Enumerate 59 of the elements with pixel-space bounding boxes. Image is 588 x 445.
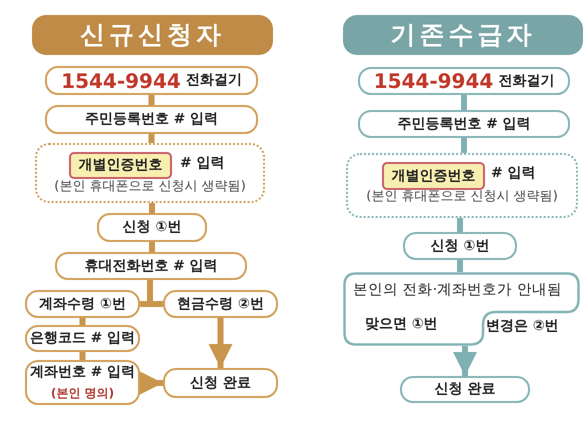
step-label: 계좌수령 ①번 — [39, 296, 126, 312]
step-label: # 입력 — [491, 165, 536, 182]
step-label: 1544-9944 — [61, 68, 181, 92]
step-box — [163, 290, 278, 318]
step-label: 은행코드 # 입력 — [30, 330, 136, 347]
connector-line — [461, 95, 467, 110]
step-label: 계좌번호 # 입력 — [30, 364, 136, 382]
banner-title: 신규신청자 — [80, 20, 225, 50]
connector-line — [148, 134, 154, 143]
step-label: 개별인증번호 — [78, 157, 162, 174]
step-label: 휴대전화번호 # 입력 — [84, 258, 218, 274]
connector-line — [80, 352, 86, 360]
arrow — [453, 346, 477, 376]
step-label: 신청 ①번 — [430, 238, 490, 254]
step-label: 주민등록번호 # 입력 — [397, 116, 531, 132]
dotted-box — [35, 143, 265, 203]
step-box — [55, 252, 247, 280]
step-label: 1544-9944 — [374, 69, 494, 93]
connector-line — [461, 138, 467, 153]
step-label: 신청 ①번 — [122, 219, 182, 236]
connector-line — [148, 95, 154, 105]
step-label: 신청 완료 — [434, 381, 496, 398]
step-box — [45, 66, 258, 95]
step-label: 개별인증번호 — [392, 168, 476, 184]
code-box — [69, 152, 172, 179]
step-box — [400, 376, 530, 403]
note-text: (본인 휴대폰으로 신청시 생략됨) — [53, 179, 247, 195]
connector-line — [457, 218, 463, 232]
info-text: 본인의 전화·계좌번호가 안내됨 — [353, 282, 562, 300]
connector-line — [80, 318, 86, 325]
code-box — [382, 162, 485, 190]
connector-line — [149, 242, 155, 252]
step-label: # 입력 — [180, 155, 225, 172]
step-label: 변경은 ②번 — [486, 318, 559, 335]
note-text: (본인 명의) — [50, 386, 114, 401]
step-label: 전화걸기 — [498, 72, 554, 90]
step-box — [403, 232, 517, 260]
title-banner — [32, 15, 273, 55]
step-box — [358, 110, 570, 138]
step-box — [25, 360, 140, 405]
connector-line — [457, 260, 463, 272]
step-label: 현금수령 ②번 — [177, 296, 264, 312]
step-label: 전화걸기 — [186, 72, 242, 89]
step-label: 주민등록번호 # 입력 — [84, 111, 218, 128]
step-box — [163, 368, 278, 398]
step-label: 신청 완료 — [190, 374, 251, 392]
step-box — [25, 290, 140, 318]
arrow — [208, 318, 232, 368]
step-box — [25, 325, 140, 352]
step-box — [45, 105, 258, 134]
step-box — [97, 213, 207, 242]
dotted-box — [346, 153, 578, 218]
step-box — [358, 67, 570, 95]
note-text: (본인 휴대폰으로 신청시 생략됨) — [365, 189, 559, 205]
connector-line — [149, 203, 155, 213]
title-banner — [343, 15, 583, 55]
banner-title: 기존수급자 — [390, 20, 536, 50]
step-label: 맞으면 ①번 — [365, 316, 438, 333]
arrow — [139, 371, 163, 395]
